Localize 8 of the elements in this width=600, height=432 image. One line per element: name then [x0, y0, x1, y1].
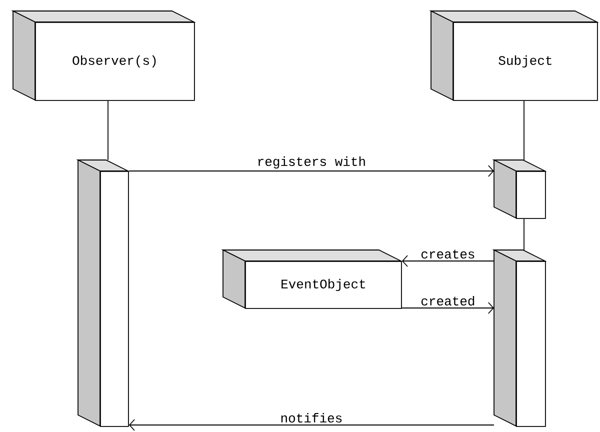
message-arrow: [401, 302, 494, 314]
message-label: creates: [421, 250, 474, 259]
message-arrow: [128, 165, 494, 177]
message-label: created: [421, 296, 474, 306]
message-arrow: [128, 419, 494, 431]
message-label: registers with: [258, 156, 365, 169]
message-label: notifies: [281, 413, 342, 423]
message-arrow: [402, 255, 494, 267]
